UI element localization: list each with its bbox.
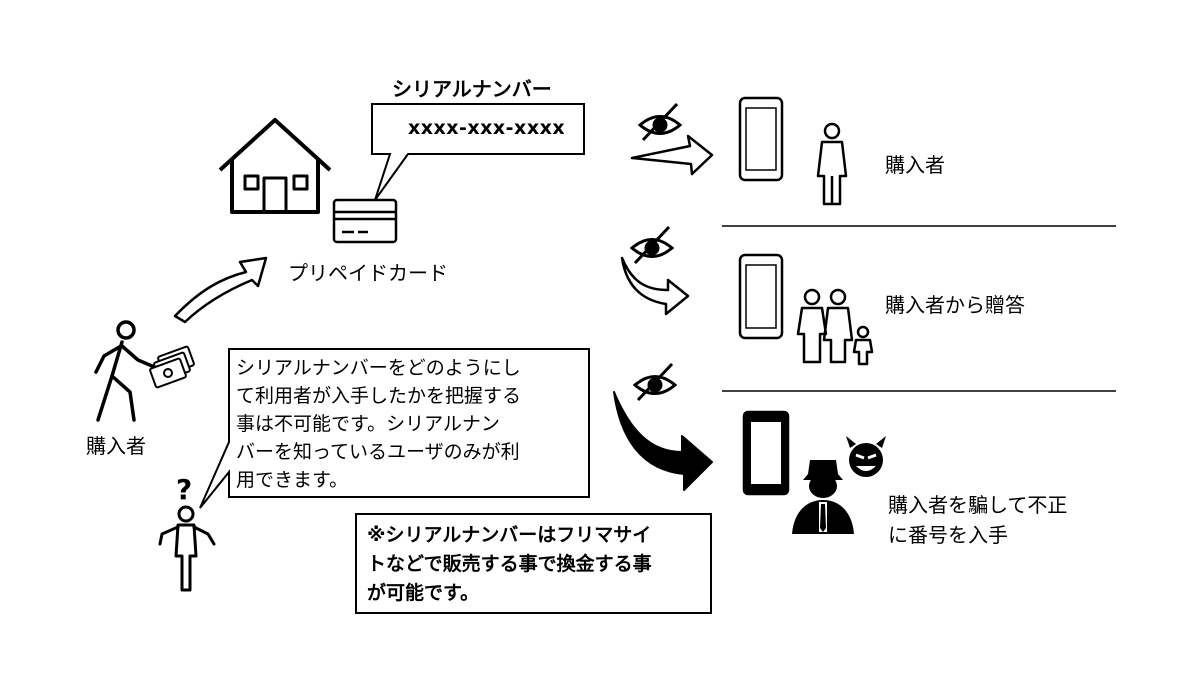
explanation-callout-bubble <box>199 348 590 509</box>
serial-number-title: シリアルナンバー <box>392 77 552 101</box>
money-icon <box>149 345 195 389</box>
eye-slash-icon <box>637 102 683 142</box>
house-icon <box>218 118 332 214</box>
smartphone-icon <box>738 96 784 182</box>
question-mark: ? <box>176 473 193 506</box>
note-line: ※シリアルナンバーはフリマサイ <box>367 524 652 546</box>
person-icon <box>816 122 848 206</box>
serial-number-value: xxxx-xxx-xxxx <box>408 117 566 139</box>
recipient-label-fraud: 購入者を騙して不正 に番号を入手 <box>888 490 1067 550</box>
resale-note: ※シリアルナンバーはフリマサイ トなどで販売する事で換金する事 が可能です。 <box>355 513 712 614</box>
serial-speech-bubble <box>371 103 585 201</box>
eye-slash-icon <box>632 362 678 402</box>
recipient-label-buyer: 購入者 <box>885 150 945 180</box>
arrow-to-buyer <box>630 134 714 176</box>
serial-number-box: xxxx-xxx-xxxx <box>370 102 584 154</box>
eye-slash-icon <box>629 225 675 265</box>
arrow-to-card <box>173 256 268 324</box>
devil-icon <box>846 436 886 477</box>
hacker-icon <box>792 460 854 534</box>
walking-person-icon <box>94 320 154 422</box>
recipient-line: 購入者から贈答 <box>885 293 1025 317</box>
note-line: が可能です。 <box>367 582 480 604</box>
recipient-line: 購入者 <box>885 153 945 177</box>
arrow-to-gift <box>620 256 690 316</box>
recipient-label-gift: 購入者から贈答 <box>885 290 1025 320</box>
smartphone-icon <box>738 253 784 340</box>
callout-line: シリアルナンバーをどのようにし <box>236 357 521 379</box>
callout-line: 事は不可能です。シリアルナン <box>236 413 500 435</box>
callout-line: 用できます。 <box>236 469 349 491</box>
note-line: トなどで販売する事で換金する事 <box>367 553 652 575</box>
smartphone-icon <box>742 410 790 496</box>
arrow-to-fraud <box>613 391 713 491</box>
recipient-line: 購入者を騙して不正 <box>888 493 1068 517</box>
family-icon <box>796 288 874 366</box>
card-icon <box>332 198 398 244</box>
recipient-line: に番号を入手 <box>888 523 1008 547</box>
prepaid-card-label: プリペイドカード <box>288 261 448 285</box>
confused-person-icon <box>158 505 216 592</box>
callout-line: て利用者が入手したかを把握する <box>236 385 522 407</box>
buyer-label: 購入者 <box>86 434 146 458</box>
callout-line: バーを知っているユーザのみが利 <box>236 441 520 463</box>
explanation-callout: シリアルナンバーをどのようにし て利用者が入手したかを把握する 事は不可能です。… <box>228 348 590 496</box>
